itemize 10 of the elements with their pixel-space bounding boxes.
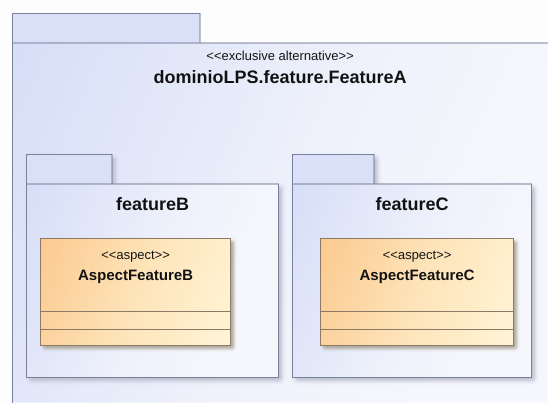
class-box xyxy=(40,238,231,346)
class-box xyxy=(320,238,514,346)
package-name: featureB xyxy=(116,194,190,215)
stereotype-label: <<aspect>> xyxy=(382,247,452,262)
stereotype-label: <<exclusive alternative>> xyxy=(206,48,354,63)
class-name: AspectFeatureB xyxy=(78,267,194,284)
package-name: featureC xyxy=(375,194,449,215)
stereotype-label: <<aspect>> xyxy=(101,247,170,262)
package-name: dominioLPS.feature.FeatureA xyxy=(153,67,407,88)
class-name: AspectFeatureC xyxy=(359,267,475,284)
